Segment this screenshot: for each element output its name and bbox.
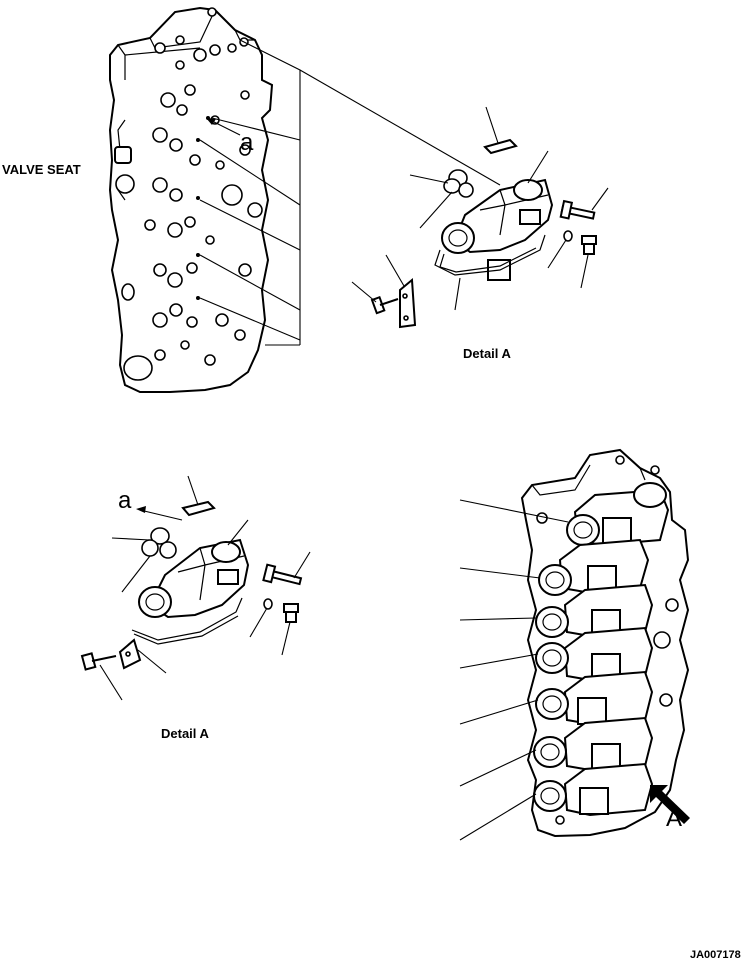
mark-a-upper: a — [240, 129, 254, 156]
solenoid-coil-upper — [441, 222, 475, 254]
solenoid-valve-7 — [533, 762, 654, 817]
screw-lower — [80, 652, 117, 671]
assembled-valve-leaders — [459, 499, 569, 841]
label-plate-upper — [483, 138, 518, 155]
valve-seat-label: VALVE SEAT — [2, 162, 81, 177]
solenoid-valve-stack — [533, 482, 670, 817]
o-ring-lower-1 — [150, 527, 170, 545]
solenoid-valve-5 — [535, 670, 654, 726]
o-ring-lower-2 — [141, 539, 159, 557]
washer-upper — [563, 230, 573, 242]
mark-a-lower: a — [118, 487, 132, 514]
hole-pattern — [144, 7, 263, 366]
view-a-label: A — [666, 805, 682, 832]
connector-block-upper — [519, 209, 541, 225]
mark-a-upper-arrow — [206, 118, 241, 136]
arrow-icon — [650, 785, 690, 824]
solenoid-coil-lower — [138, 586, 172, 618]
body-leader-lines — [199, 39, 501, 346]
side-port-1 — [114, 146, 132, 164]
wire-harness-upper — [434, 234, 546, 276]
solenoid-valve-4 — [535, 626, 654, 682]
washer-lower — [263, 598, 273, 610]
bolt-upper — [559, 199, 596, 220]
detail-a-lower-label: Detail A — [161, 726, 210, 741]
wire-harness-lower — [131, 597, 243, 641]
o-ring-upper-3 — [458, 182, 474, 198]
screw-upper — [370, 295, 399, 315]
side-port-2 — [115, 174, 135, 194]
solenoid-valve-6 — [533, 716, 654, 772]
valve-cap-lower — [211, 541, 241, 563]
mark-a-lower-arrow — [136, 506, 183, 521]
drawing-code: JA007178 — [690, 949, 741, 961]
label-plate-lower — [181, 500, 216, 517]
detail-a-lower-assembly — [80, 475, 311, 701]
bottom-port — [123, 355, 153, 381]
valve-seat-body — [108, 6, 274, 393]
side-port-3 — [121, 283, 135, 301]
bracket-upper — [399, 277, 417, 329]
o-ring-upper-2 — [443, 178, 461, 194]
o-ring-lower-3 — [159, 541, 177, 559]
bracket-lower — [118, 638, 142, 670]
connector-block-lower — [217, 569, 239, 585]
bolt-lower — [262, 563, 303, 586]
detail-a-upper-leaders — [351, 106, 609, 311]
detail-a-lower-leaders — [99, 475, 311, 701]
assembled-valve-body — [459, 448, 690, 841]
valve-cap-upper — [513, 179, 543, 201]
solenoid-valve-1 — [566, 482, 670, 547]
plug-upper — [581, 235, 597, 255]
detail-a-upper-label: Detail A — [463, 346, 512, 361]
plug-lower — [283, 603, 299, 623]
detail-a-upper-assembly — [351, 106, 609, 329]
